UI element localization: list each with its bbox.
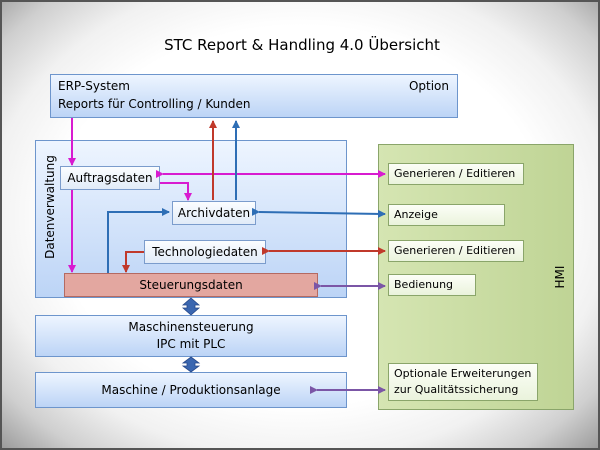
steuerungsdaten-label: Steuerungsdaten — [139, 278, 243, 292]
archivdaten-box: Archivdaten — [172, 201, 256, 225]
hmi-bedienung-label: Bedienung — [394, 278, 454, 291]
arrow-auftragsdaten-to-archivdaten — [160, 182, 192, 201]
hmi-bedienung: Bedienung — [388, 274, 476, 296]
hmi-optionale-erweiterungen-line1: Optionale Erweiterungen — [394, 367, 532, 380]
arrow-steuerungsdaten-to-archivdaten — [107, 208, 170, 273]
diagram-title: STC Report & Handling 4.0 Übersicht — [164, 36, 440, 54]
erp-system-label: ERP-System — [58, 79, 130, 93]
hmi-anzeige: Anzeige — [388, 204, 505, 226]
arrow-technologiedaten-to-steuerungsdaten — [122, 251, 144, 273]
arrow-archivdaten-hmi-anzeige — [251, 207, 386, 218]
block-arrow-maschinensteuerung-maschine — [181, 356, 201, 373]
hmi-generieren-editieren-1: Generieren / Editieren — [388, 163, 524, 185]
maschine-box: Maschine / Produktionsanlage — [35, 372, 347, 408]
maschine-label: Maschine / Produktionsanlage — [101, 383, 281, 397]
archivdaten-label: Archivdaten — [177, 206, 251, 220]
hmi-generieren-editieren-2: Generieren / Editieren — [388, 240, 524, 262]
maschinensteuerung-box: Maschinensteuerung IPC mit PLC — [35, 315, 347, 357]
hmi-generieren-editieren-2-label: Generieren / Editieren — [394, 244, 516, 257]
auftragsdaten-label: Auftragsdaten — [67, 171, 153, 185]
technologiedaten-box: Technologiedaten — [144, 240, 266, 264]
hmi-optionale-erweiterungen: Optionale Erweiterungen zur Qualitätssic… — [388, 363, 538, 401]
hmi-anzeige-label: Anzeige — [394, 208, 438, 221]
steuerungsdaten-box: Steuerungsdaten — [64, 273, 318, 297]
ipc-plc-label: IPC mit PLC — [156, 337, 226, 351]
block-arrow-steuerungsdaten-maschinensteuerung — [181, 297, 201, 316]
technologiedaten-label: Technologiedaten — [152, 245, 258, 259]
erp-option-label: Option — [408, 79, 449, 93]
hmi-generieren-editieren-1-label: Generieren / Editieren — [394, 167, 516, 180]
erp-system-box: ERP-System Reports für Controlling / Kun… — [50, 74, 458, 118]
erp-reports-label: Reports für Controlling / Kunden — [58, 97, 251, 111]
maschinensteuerung-label: Maschinensteuerung — [128, 320, 254, 334]
auftragsdaten-box: Auftragsdaten — [60, 166, 160, 190]
hmi-optionale-erweiterungen-line2: zur Qualitätssicherung — [394, 383, 519, 396]
